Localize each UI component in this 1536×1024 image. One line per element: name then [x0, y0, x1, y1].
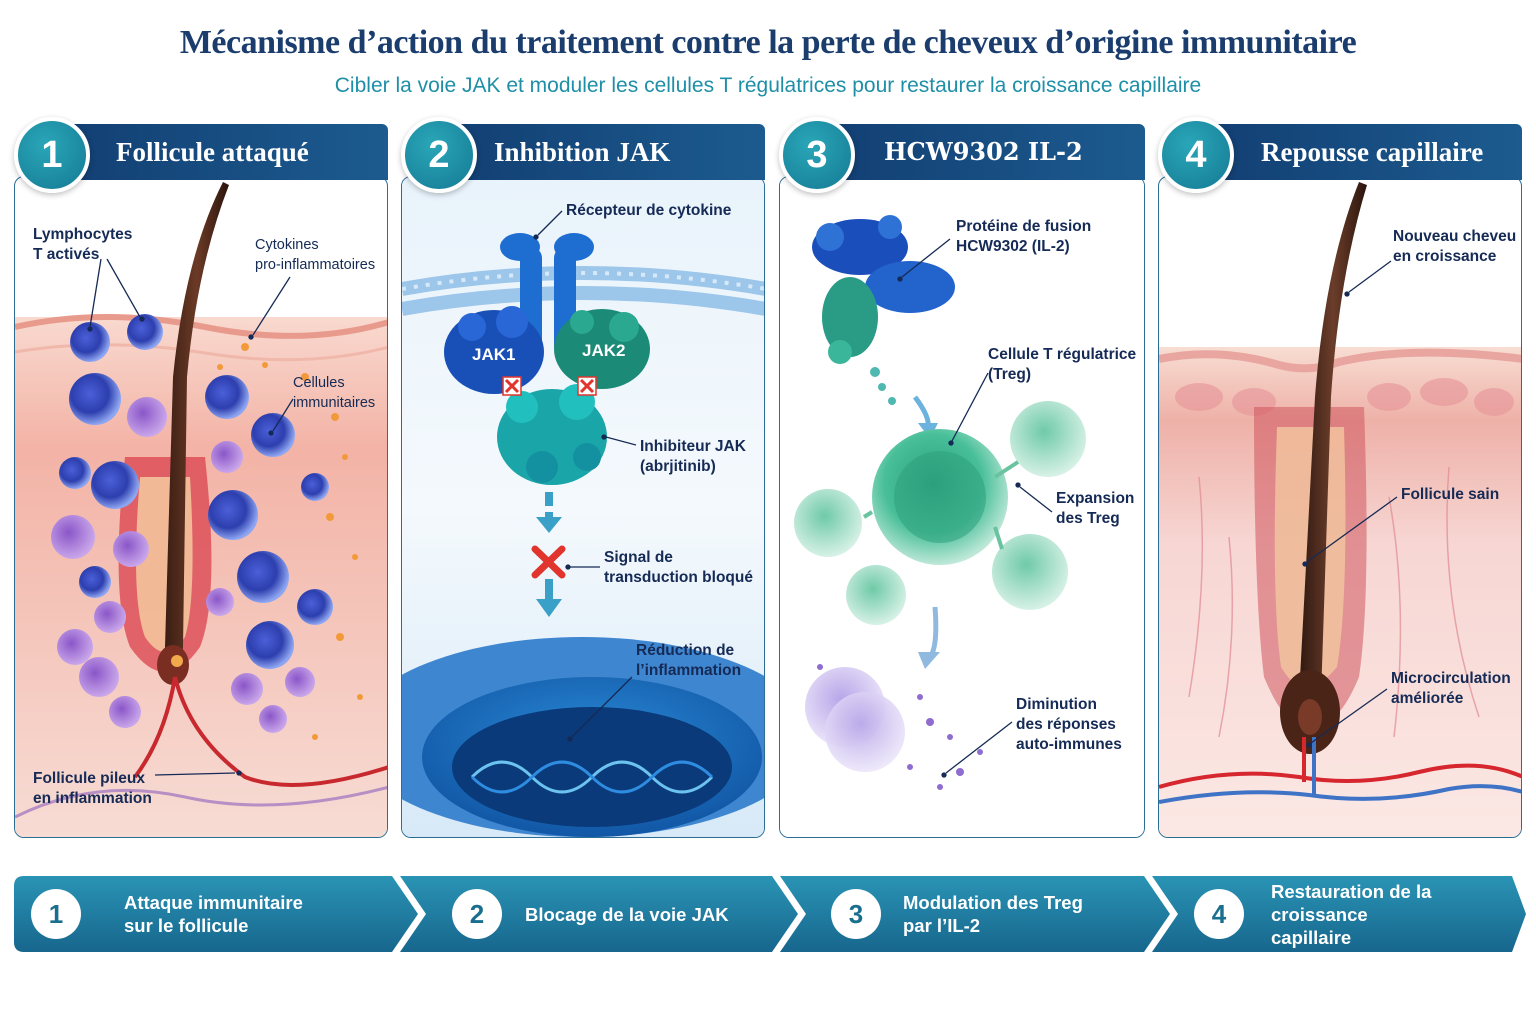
panel-jak-inhibition: Récepteur de cytokine JAK1 JAK2 Inhibite… — [401, 176, 765, 838]
label-cytokines: Cytokines pro-inflammatoires — [255, 237, 376, 273]
panel-1-title: Follicule attaqué — [116, 137, 309, 167]
panel-hcw9302-il2: Protéine de fusion HCW9302 (IL-2) Cellul… — [779, 176, 1145, 838]
label-healthy-follicle: Follicule sain — [1401, 486, 1500, 503]
jak-inhibition-illustration — [402, 177, 764, 837]
panel-3-title: HCW9302 IL-2 — [884, 137, 1083, 166]
panel-3-header: HCW9302 IL-2 — [818, 124, 1145, 180]
label-jak1: JAK1 — [472, 345, 516, 364]
cytokine-receptor — [500, 233, 594, 357]
label-microcirculation: Microcirculation améliorée — [1391, 670, 1511, 707]
panel-3-number-badge: 3 — [779, 117, 855, 193]
process-arrows — [14, 876, 1526, 952]
panel-4-header: Repousse capillaire — [1197, 124, 1522, 180]
process-steps-bar: 1 Attaque immunitaire sur le follicule 2… — [14, 876, 1526, 952]
label-inflammation-reduction: Réduction de l’inflammation — [636, 642, 742, 679]
jak2-protein — [554, 309, 650, 389]
fusion-protein-molecule — [812, 215, 955, 364]
treg-cell — [872, 429, 1008, 565]
label-treg-cell: Cellule T régulatrice (Treg) — [988, 346, 1137, 383]
treg-modulation-illustration — [780, 177, 1144, 837]
jak-inhibitor-molecule — [497, 384, 607, 485]
dna-helix — [470, 760, 714, 794]
label-inflamed-follicle: Follicule pileux en inflammation — [33, 770, 152, 807]
panel-4-number-badge: 4 — [1158, 117, 1234, 193]
step-3-text: Modulation des Treg par l’IL-2 — [903, 892, 1083, 936]
panel-1-header: Follicule attaqué — [52, 124, 388, 180]
step-4-number: 4 — [1194, 889, 1244, 939]
blood-vessels — [1159, 737, 1521, 804]
panel-4-title: Repousse capillaire — [1261, 137, 1484, 167]
il2-particles — [870, 367, 896, 405]
blue-lymphocytes — [59, 314, 333, 669]
panel-2-header: Inhibition JAK — [440, 124, 765, 180]
label-fusion-protein: Protéine de fusion HCW9302 (IL-2) — [956, 218, 1092, 255]
panel-2-number-badge: 2 — [401, 117, 477, 193]
cell-nucleus — [402, 637, 764, 837]
healthy-follicle-illustration — [1159, 182, 1521, 837]
panel-follicle-attacked: Lymphocytes T activés Cytokines pro-infl… — [14, 176, 388, 838]
purple-immune-cells — [51, 397, 315, 733]
cell-membrane — [402, 266, 764, 316]
step-2-text: Blocage de la voie JAK — [525, 903, 729, 925]
page-title: Mécanisme d’action du traitement contre … — [179, 24, 1357, 61]
label-lymphocytes: Lymphocytes T activés — [33, 226, 133, 263]
step-1-text: Attaque immunitaire sur le follicule — [124, 892, 303, 936]
label-jak2: JAK2 — [582, 341, 626, 360]
debris-particles — [817, 664, 983, 790]
label-treg-expansion: Expansion des Treg — [1056, 490, 1135, 527]
step-4-text: Restauration de la croissance capillaire — [1271, 880, 1432, 948]
label-autoimmune-reduction: Diminution des réponses auto-immunes — [1016, 696, 1122, 753]
label-immune-cells: Cellules immunitaires — [293, 375, 376, 411]
page-subtitle: Cibler la voie JAK et moduler les cellul… — [334, 74, 1202, 97]
inflamed-follicle-illustration — [15, 182, 387, 837]
jak1-protein — [444, 306, 544, 394]
panel-1-number-badge: 1 — [14, 117, 90, 193]
label-signal-blocked: Signal de transduction bloqué — [604, 549, 753, 586]
label-new-hair: Nouveau cheveu en croissance — [1393, 228, 1517, 265]
label-jak-inhibitor: Inhibiteur JAK (abrjitinib) — [640, 438, 746, 475]
step-1-number: 1 — [31, 889, 81, 939]
treg-expansion-cells — [794, 401, 1086, 625]
autoimmune-cells — [805, 667, 905, 772]
step-2-number: 2 — [452, 889, 502, 939]
panel-2-title: Inhibition JAK — [494, 137, 671, 167]
panel-hair-regrowth: Nouveau cheveu en croissance Follicule s… — [1158, 176, 1522, 838]
signal-arrow — [536, 492, 562, 617]
blocked-x-icon — [531, 545, 566, 579]
cytokine-particles — [217, 343, 363, 740]
label-cytokine-receptor: Récepteur de cytokine — [566, 202, 732, 219]
step-3-number: 3 — [831, 889, 881, 939]
